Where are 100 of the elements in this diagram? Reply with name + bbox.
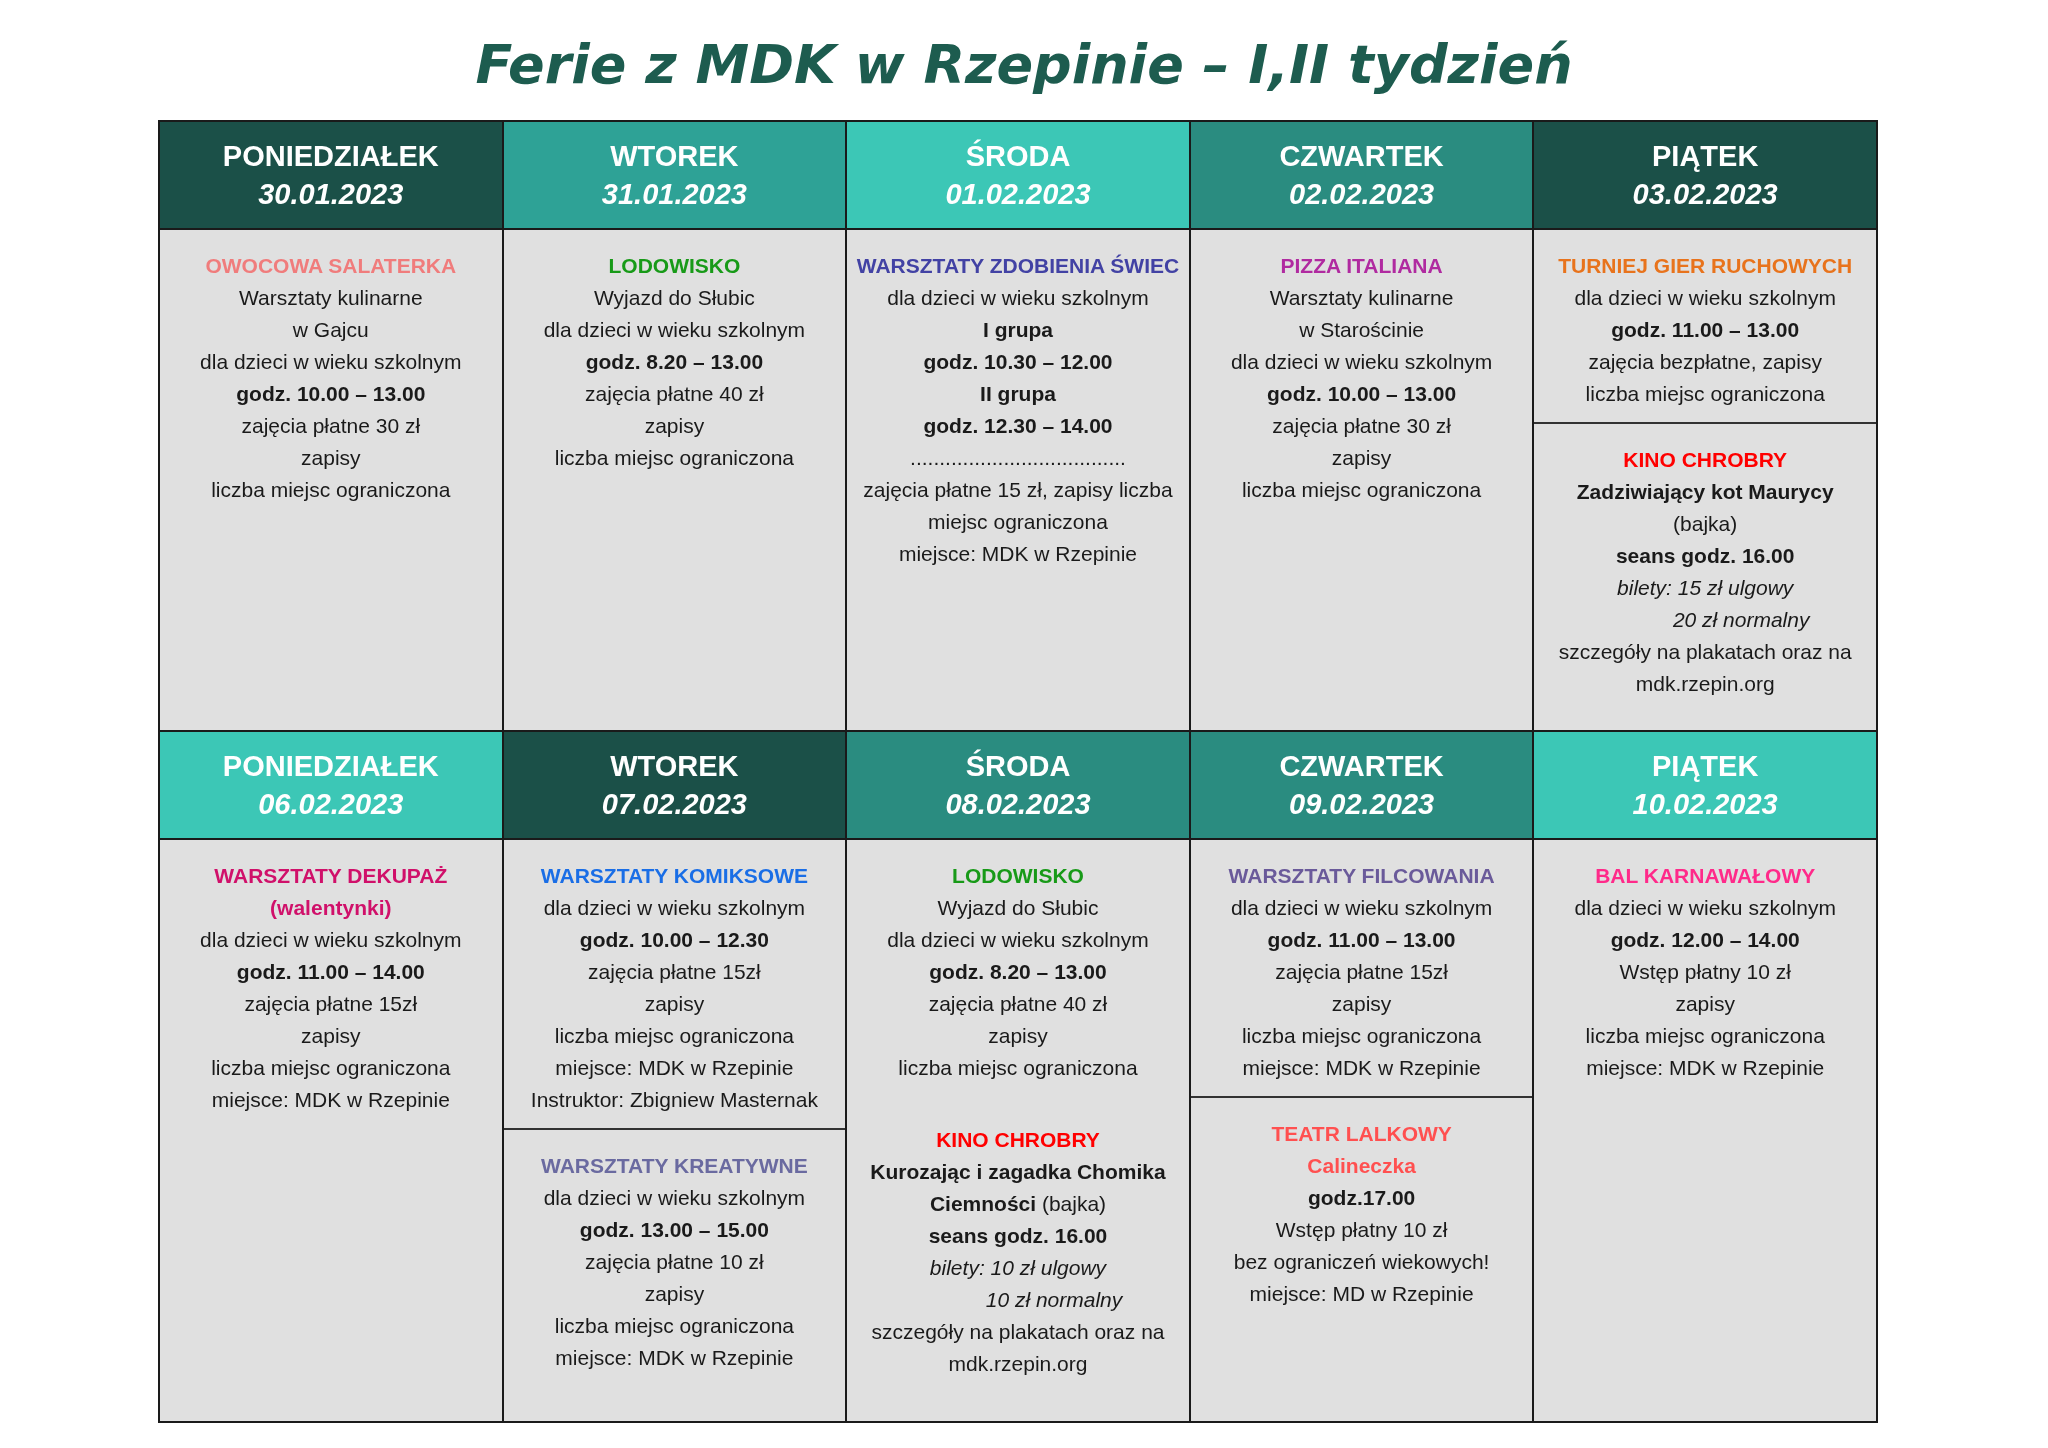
day-header: [847, 732, 1189, 838]
event-title: OWOCOWA SALATERKA: [205, 253, 457, 279]
event-title: TURNIEJ GIER RUCHOWYCH: [1558, 253, 1853, 279]
event-detail: dla dzieci w wieku szkolnym: [200, 349, 462, 375]
day-name: PIĄTEK: [1652, 749, 1759, 784]
event-detail: zajęcia płatne 15zł: [244, 991, 418, 1017]
event-detail: zajęcia płatne 10 zł: [585, 1249, 764, 1275]
date: 31.01.2023: [601, 177, 747, 212]
event-detail: liczba miejsc ograniczona: [554, 1023, 795, 1049]
event-detail: zajęcia płatne 15zł: [1275, 959, 1448, 985]
day-header: [160, 122, 502, 228]
event-detail: w Gajcu: [292, 317, 369, 343]
event-detail: godz. 11.00 – 14.00: [236, 959, 425, 985]
event-detail: 10 zł normalny: [984, 1287, 1123, 1313]
day-name: PIĄTEK: [1652, 139, 1759, 174]
event-detail: zajęcia bezpłatne, zapisy: [1588, 349, 1822, 375]
event-detail: liczba miejsc ograniczona: [554, 1313, 795, 1339]
day-header: [1190, 732, 1533, 838]
event-detail: liczba miejsc ograniczona: [211, 1055, 451, 1081]
event-detail: zapisy: [988, 1023, 1048, 1049]
event-detail: godz. 10.30 – 12.00: [923, 349, 1113, 375]
date: 09.02.2023: [1289, 787, 1435, 822]
event-detail: bilety: 10 zł ulgowy: [929, 1255, 1107, 1281]
event-detail: I grupa: [983, 317, 1053, 343]
event-detail: dla dzieci w wieku szkolnym: [543, 317, 806, 343]
event-detail: dla dzieci w wieku szkolnym: [1574, 285, 1836, 311]
event-title: KINO CHROBRY: [936, 1127, 1100, 1153]
event-detail: zapisy: [1675, 991, 1735, 1017]
date: 01.02.2023: [945, 177, 1091, 212]
event-detail: Zadziwiający kot Maurycy: [1576, 479, 1834, 505]
day-header: [1534, 122, 1876, 228]
event-detail: zapisy: [1331, 445, 1392, 471]
event-detail: godz. 13.00 – 15.00: [579, 1217, 769, 1243]
event-detail: zapisy: [644, 991, 705, 1017]
day-name: CZWARTEK: [1279, 139, 1444, 174]
event-detail: zajęcia płatne 15zł: [588, 959, 761, 985]
event-detail: zajęcia płatne 40 zł: [585, 381, 764, 407]
event-detail: dla dzieci w wieku szkolnym: [543, 1185, 806, 1211]
event-title: WARSZTATY FILCOWANIA: [1228, 863, 1495, 889]
day-header: [503, 122, 846, 228]
event-detail: liczba miejsc ograniczona: [898, 1055, 1138, 1081]
day-name: ŚRODA: [965, 748, 1071, 784]
day-name: ŚRODA: [965, 138, 1071, 174]
day-header: [160, 732, 502, 838]
event-detail: miejsce: MDK w Rzepinie: [898, 541, 1138, 567]
event-detail: bilety: 15 zł ulgowy: [1617, 575, 1794, 601]
event-title: BAL KARNAWAŁOWY: [1595, 863, 1816, 889]
event-detail: II grupa: [980, 381, 1056, 407]
event-detail: Instruktor: Zbigniew Masternak: [530, 1087, 818, 1113]
date: 03.02.2023: [1632, 177, 1778, 212]
event-detail: miejsce: MDK w Rzepinie: [1242, 1055, 1481, 1081]
day-name: CZWARTEK: [1279, 749, 1444, 784]
event-title: LODOWISKO: [952, 863, 1084, 889]
event-detail: seans godz. 16.00: [1615, 543, 1795, 569]
event-title: PIZZA ITALIANA: [1280, 253, 1443, 279]
event-detail: liczba miejsc ograniczona: [1241, 1023, 1482, 1049]
event-title: Calineczka: [1307, 1153, 1416, 1179]
event-detail: Wyjazd do Słubic: [593, 285, 755, 311]
event-detail: godz. 10.00 – 12.30: [579, 927, 769, 953]
event-detail: Warsztaty kulinarne: [1269, 285, 1454, 311]
date: 06.02.2023: [258, 787, 404, 822]
event-detail: liczba miejsc ograniczona: [554, 445, 795, 471]
event-detail: liczba miejsc ograniczona: [1585, 1023, 1825, 1049]
event-detail: liczba miejsc ograniczona: [1241, 477, 1482, 503]
event-title: (walentynki): [270, 895, 392, 921]
event-detail: godz.17.00: [1307, 1185, 1416, 1211]
event-detail: liczba miejsc ograniczona: [1585, 381, 1825, 407]
event-detail: godz. 10.00 – 13.00: [1267, 381, 1457, 407]
event-detail: Wyjazd do Słubic: [937, 895, 1099, 921]
event-detail: bez ograniczeń wiekowych!: [1233, 1249, 1490, 1275]
day-header: [503, 732, 846, 838]
event-detail: w Starościnie: [1299, 317, 1425, 343]
event-detail: dla dzieci w wieku szkolnym: [1230, 895, 1493, 921]
event-detail: dla dzieci w wieku szkolnym: [1230, 349, 1493, 375]
event-detail: godz. 12.00 – 14.00: [1610, 927, 1800, 953]
event-detail: .....................................: [910, 445, 1126, 471]
day-header: [1190, 122, 1533, 228]
day-header: [1534, 732, 1876, 838]
event-detail: miejsce: MDK w Rzepinie: [211, 1087, 450, 1113]
event-detail: zajęcia płatne 40 zł: [928, 991, 1108, 1017]
event-title: WARSZTATY KOMIKSOWE: [540, 863, 808, 889]
event-detail: seans godz. 16.00: [928, 1223, 1108, 1249]
event-detail: dla dzieci w wieku szkolnym: [1574, 895, 1836, 921]
page-title: Ferie z MDK w Rzepinie – I,II tydzień: [474, 32, 1574, 98]
date: 07.02.2023: [601, 787, 747, 822]
event-detail: miejsce: MDK w Rzepinie: [555, 1345, 794, 1371]
event-detail: (bajka): [1673, 511, 1738, 537]
event-title: KINO CHROBRY: [1623, 447, 1788, 473]
event-detail: zapisy: [301, 445, 361, 471]
date: 08.02.2023: [945, 787, 1091, 822]
event-detail: godz. 12.30 – 14.00: [923, 413, 1113, 439]
event-detail: godz. 8.20 – 13.00: [585, 349, 764, 375]
event-detail: 20 zł normalny: [1671, 607, 1810, 633]
event-detail: godz. 11.00 – 13.00: [1267, 927, 1456, 953]
day-name: WTOREK: [610, 749, 739, 784]
day-header: [847, 122, 1189, 228]
event-detail: godz. 11.00 – 13.00: [1611, 317, 1800, 343]
event-detail: szczegóły na plakatach oraz na mdk.rzepin.org: [870, 1319, 1166, 1377]
event-detail: miejsce: MDK w Rzepinie: [1586, 1055, 1825, 1081]
event-title: TEATR LALKOWY: [1271, 1121, 1452, 1147]
